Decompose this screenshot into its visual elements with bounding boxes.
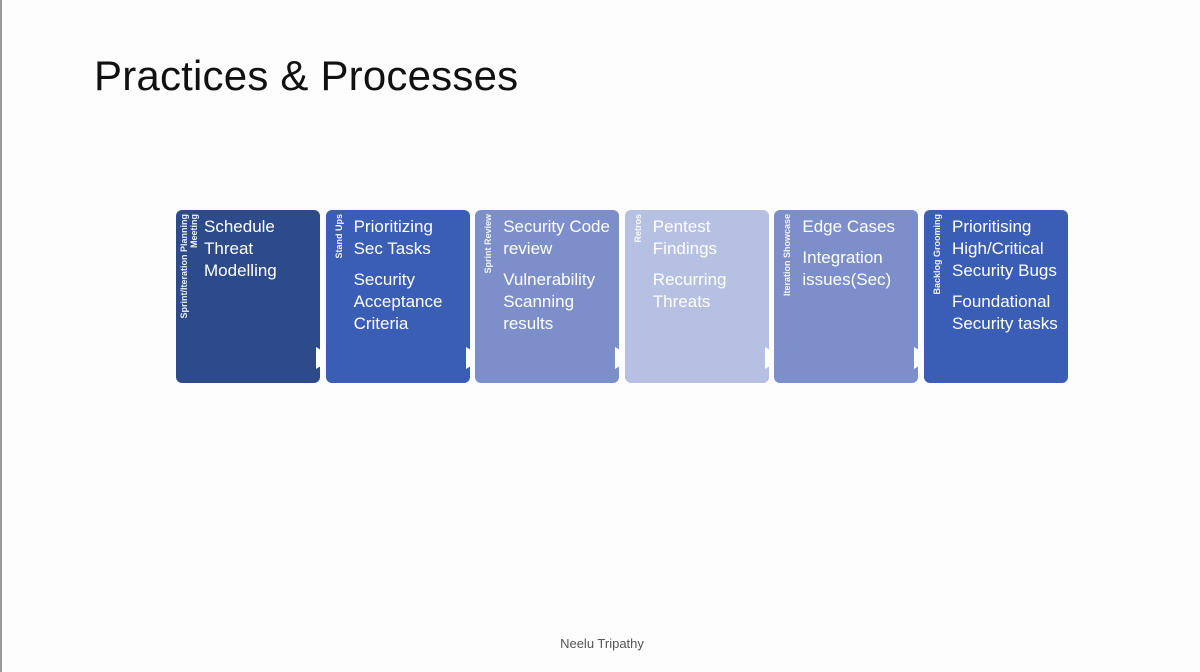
stage-label-line: Iteration Showcase [782,214,793,297]
stage-item: Pentest Findings [652,217,718,258]
stage-label-band: Stand Ups [326,210,352,383]
stage-item: Foundational Security tasks [952,292,1058,333]
stage-content: Prioritising High/Critical Security Bugs… [952,216,1064,344]
stage-item: Security Acceptance Criteria [353,270,443,333]
stage-label: Stand Ups [326,210,352,383]
stage-label: Retros [625,210,651,383]
stage-label-line: Sprint/Iteration Planning [179,214,189,319]
stage-item: Integration issues(Sec) [802,248,892,289]
slide-footer: Neelu Tripathy [560,636,644,651]
stage-label-line: Retros [632,214,643,243]
stage-label-line: Stand Ups [333,214,344,259]
stage-label: Sprint Review [475,210,501,383]
stage-label-band: Sprint Review [475,210,501,383]
stage-content: Schedule Threat Modelling [204,216,316,291]
stage-item: Edge Cases [802,217,896,236]
slide-title: Practices & Processes [94,52,519,99]
stage-item: Recurring Threats [652,270,727,311]
stage-label-line: Backlog Grooming [932,214,942,295]
stage-item: Security Code review [503,217,610,258]
stage-item: Schedule Threat Modelling [204,217,277,280]
stage-label: Iteration Showcase [774,210,800,383]
process-stage: Backlog Grooming Prioritising High/Critic… [924,210,1068,383]
stage-label-band: Backlog Grooming [924,210,950,383]
stage-label-band: Iteration Showcase [774,210,800,383]
stage-item: Prioritising High/Critical Security Bugs [952,217,1057,280]
stage-item: Prioritizing Sec Tasks [353,217,433,258]
stage-item: Vulnerability Scanning results [503,270,596,333]
stage-label-line: Sprint Review [483,214,494,274]
stage-label: Backlog Grooming [924,210,950,383]
stage-label-band: Retros [625,210,651,383]
stage-label-line: Meeting [189,214,199,249]
